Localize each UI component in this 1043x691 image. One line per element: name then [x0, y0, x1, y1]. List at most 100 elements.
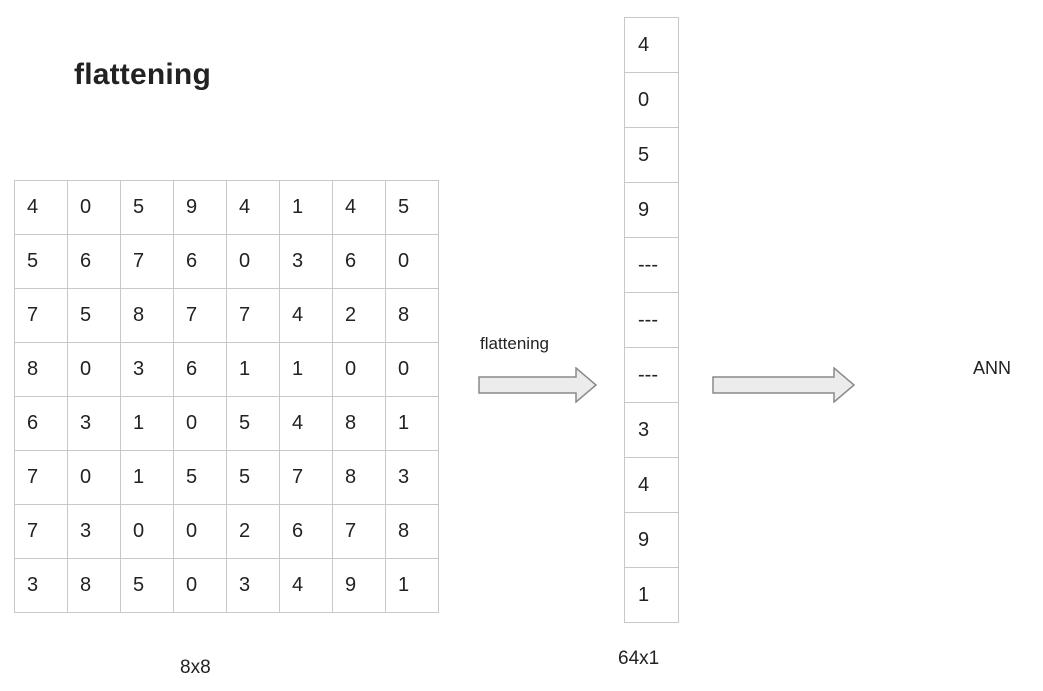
vector-cell: 0	[624, 72, 679, 128]
matrix-cell: 6	[332, 234, 386, 289]
matrix-cell: 1	[279, 342, 333, 397]
matrix-cell: 6	[67, 234, 121, 289]
matrix-cell: 9	[173, 180, 227, 235]
vector-row: 5	[624, 127, 679, 183]
matrix-cell: 8	[120, 288, 174, 343]
matrix-cell: 5	[385, 180, 439, 235]
matrix-cell: 4	[279, 396, 333, 451]
vector-row: ---	[624, 347, 679, 403]
matrix-cell: 7	[14, 504, 68, 559]
matrix-cell: 5	[226, 450, 280, 505]
matrix-cell: 8	[332, 450, 386, 505]
matrix-cell: 4	[279, 558, 333, 613]
matrix-cell: 6	[279, 504, 333, 559]
ann-label: ANN	[973, 358, 1012, 378]
matrix-cell: 6	[173, 234, 227, 289]
matrix-cell: 1	[385, 396, 439, 451]
matrix-cell: 5	[67, 288, 121, 343]
vector-cell: ---	[624, 237, 679, 293]
matrix-cell: 3	[67, 504, 121, 559]
vector-cell: 9	[624, 512, 679, 568]
matrix-cell: 7	[120, 234, 174, 289]
matrix-cell: 0	[173, 396, 227, 451]
matrix-cell: 5	[120, 180, 174, 235]
vector-cell: 3	[624, 402, 679, 458]
flatten-arrow	[478, 367, 598, 403]
vector-cell: ---	[624, 347, 679, 403]
flatten-arrow-label: flattening	[480, 334, 549, 353]
matrix-cell: 2	[226, 504, 280, 559]
matrix-cell: 4	[279, 288, 333, 343]
matrix-cell: 1	[385, 558, 439, 613]
matrix-cell: 4	[332, 180, 386, 235]
matrix-cell: 0	[67, 180, 121, 235]
vector-row: 9	[624, 182, 679, 238]
matrix-cell: 4	[14, 180, 68, 235]
vector-row: 3	[624, 402, 679, 458]
vector-row: ---	[624, 237, 679, 293]
vector-cell: 4	[624, 17, 679, 73]
matrix-cell: 4	[226, 180, 280, 235]
vector-row: 9	[624, 512, 679, 568]
matrix-cell: 7	[14, 450, 68, 505]
matrix-cell: 0	[173, 504, 227, 559]
matrix-cell: 5	[173, 450, 227, 505]
matrix-cell: 3	[14, 558, 68, 613]
matrix-cell: 3	[279, 234, 333, 289]
matrix-cell: 0	[120, 504, 174, 559]
matrix-cell: 8	[332, 396, 386, 451]
matrix-cell: 1	[226, 342, 280, 397]
vector-row: 4	[624, 457, 679, 513]
matrix-cell: 1	[120, 450, 174, 505]
matrix-cell: 8	[385, 504, 439, 559]
matrix-cell: 1	[120, 396, 174, 451]
vector-cell: 4	[624, 457, 679, 513]
vector-row: 0	[624, 72, 679, 128]
vector-dimension-label: 64x1	[618, 648, 660, 669]
vector-cell: 9	[624, 182, 679, 238]
vector-cell: 5	[624, 127, 679, 183]
matrix-cell: 8	[385, 288, 439, 343]
matrix-cell: 5	[14, 234, 68, 289]
matrix-cell: 8	[67, 558, 121, 613]
matrix-cell: 0	[385, 342, 439, 397]
matrix-cell: 7	[14, 288, 68, 343]
matrix-cell: 3	[67, 396, 121, 451]
matrix-cell: 3	[385, 450, 439, 505]
vector-row: 1	[624, 567, 679, 623]
matrix-cell: 1	[279, 180, 333, 235]
matrix-cell: 0	[385, 234, 439, 289]
matrix-cell: 0	[226, 234, 280, 289]
matrix-cell: 8	[14, 342, 68, 397]
matrix-cell: 6	[14, 396, 68, 451]
matrix-cell: 5	[120, 558, 174, 613]
ann-input-arrow	[712, 367, 856, 403]
matrix-cell: 9	[332, 558, 386, 613]
matrix-cell: 3	[226, 558, 280, 613]
matrix-cell: 3	[120, 342, 174, 397]
matrix-cell: 5	[226, 396, 280, 451]
matrix-cell: 7	[279, 450, 333, 505]
matrix-cell: 0	[67, 450, 121, 505]
matrix-cell: 0	[332, 342, 386, 397]
matrix-dimension-label: 8x8	[180, 657, 211, 678]
diagram-title: flattening	[74, 58, 211, 91]
vector-cell: ---	[624, 292, 679, 348]
matrix-cell: 7	[173, 288, 227, 343]
vector-cell: 1	[624, 567, 679, 623]
matrix-cell: 7	[226, 288, 280, 343]
matrix-cell: 7	[332, 504, 386, 559]
vector-row: 4	[624, 17, 679, 73]
matrix-cell: 2	[332, 288, 386, 343]
vector-row: ---	[624, 292, 679, 348]
